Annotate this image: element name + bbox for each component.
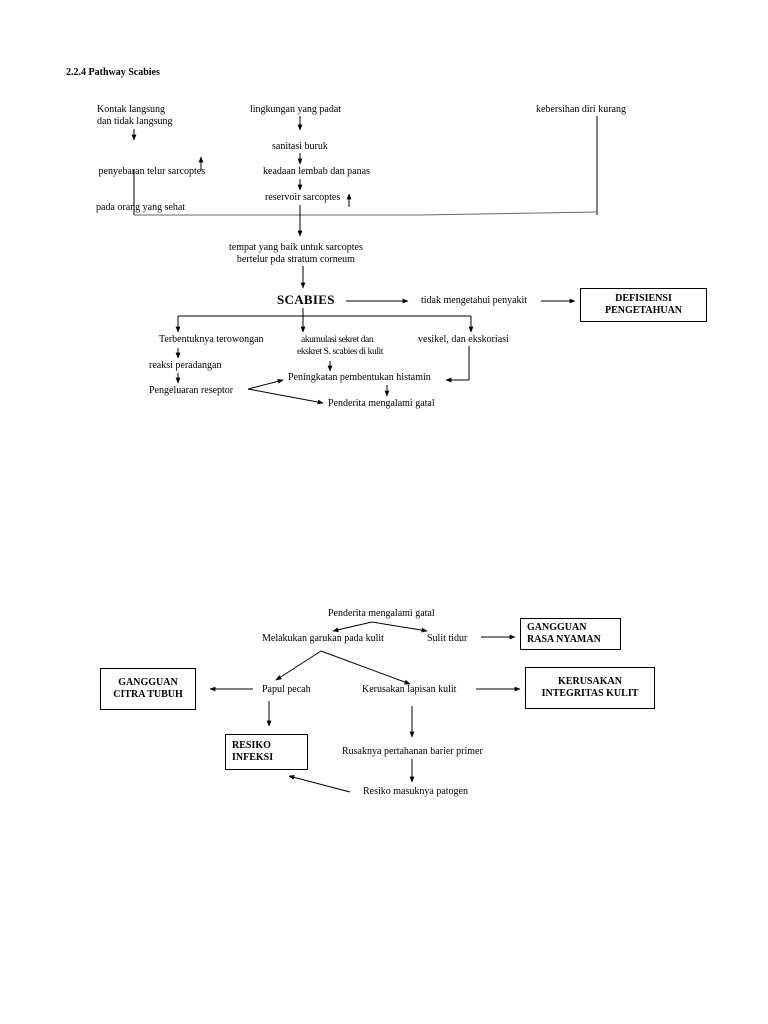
node-sulit-tidur: Sulit tidur xyxy=(427,633,468,644)
node-tempat: tempat yang baik untuk sarcoptes bertelu… xyxy=(229,242,363,266)
node-lingkungan: lingkungan yang padat xyxy=(250,104,342,115)
diagnosis-gangguan-rasa-nyaman: GANGGUAN RASA NYAMAN xyxy=(520,618,621,650)
node-papul-pecah: Papul pecah xyxy=(262,684,311,695)
node-gatal-1: Penderita mengalami gatal xyxy=(328,398,435,409)
diagnosis-kerusakan-integritas-kulit: KERUSAKAN INTEGRITAS KULIT xyxy=(525,667,655,709)
arrow-reseptor-gatal xyxy=(247,388,324,405)
arrow-garukan-papul xyxy=(275,650,322,681)
node-keadaan: keadaan lembab dan panas xyxy=(263,166,370,177)
node-tempat-line-1: tempat yang baik untuk sarcoptes xyxy=(229,242,363,253)
diagnosis-defisiensi-line-2: PENGETAHUAN xyxy=(604,305,683,316)
arrow-patogen-infeksi xyxy=(288,775,351,793)
diagnosis-resiko-infeksi: RESIKO INFEKSI xyxy=(225,734,308,770)
node-tempat-line-2: bertelur pda stratum corneum xyxy=(236,254,355,265)
node-sanitasi: sanitasi buruk xyxy=(272,141,328,152)
node-histamin: Peningkatan pembentukan histamin xyxy=(288,372,431,383)
diagnosis-gangguan-citra-tubuh: GANGGUAN CITRA TUBUH xyxy=(100,668,196,710)
diagnosis-infeksi-line-2: INFEKSI xyxy=(232,752,274,763)
diagnosis-infeksi-line-1: RESIKO xyxy=(232,740,271,751)
node-tidak-tahu: tidak mengetahui penyakit xyxy=(421,295,528,306)
line-horizontal-collector-right xyxy=(419,211,598,216)
node-vesikel: vesikel, dan ekskoriasi xyxy=(418,334,509,345)
node-scabies: SCABIES xyxy=(277,292,335,307)
diagnosis-rasa-nyaman-line-2: RASA NYAMAN xyxy=(527,634,601,645)
node-terowongan: Terbentuknya terowongan xyxy=(159,334,264,345)
node-kontak-line-1: Kontak langsung xyxy=(97,104,166,115)
arrow-garukan-kerusakan xyxy=(320,650,411,685)
node-kontak: Kontak langsung dan tidak langsung xyxy=(97,104,173,128)
node-patogen: Resiko masuknya patogen xyxy=(363,786,468,797)
diagnosis-citra-tubuh-line-2: CITRA TUBUH xyxy=(113,689,183,700)
node-gatal-2: Penderita mengalami gatal xyxy=(328,608,435,619)
node-kontak-line-2: dan tidak langsung xyxy=(97,116,173,127)
node-reaksi: reaksi peradangan xyxy=(149,360,222,371)
node-reservoir: reservoir sarcoptes xyxy=(265,192,341,203)
diagnosis-defisiensi-pengetahuan: DEFISIENSI PENGETAHUAN xyxy=(580,288,707,322)
diagnosis-citra-tubuh-line-1: GANGGUAN xyxy=(118,677,178,688)
node-penyebaran: penyebaran telur sarcoptes pada orang ya… xyxy=(96,142,205,226)
diagnosis-rasa-nyaman-line-1: GANGGUAN xyxy=(527,622,587,633)
diagnosis-integritas-line-2: INTEGRITAS KULIT xyxy=(541,688,639,699)
node-akumulasi-line-1: akumulasi sekret dan xyxy=(301,335,374,345)
node-akumulasi-line-2: ekskret S. scabies di kulit xyxy=(297,347,384,357)
node-akumulasi: akumulasi sekret dan ekskret S. scabies … xyxy=(297,334,383,358)
node-garukan: Melakukan garukan pada kulit xyxy=(262,633,384,644)
node-penyebaran-line-1: penyebaran telur sarcoptes xyxy=(96,166,206,177)
arrow-gatal-sulit-tidur xyxy=(371,621,428,633)
node-penyebaran-line-2: pada orang yang sehat xyxy=(96,202,186,213)
diagnosis-defisiensi-line-1: DEFISIENSI xyxy=(615,293,672,304)
node-kerusakan-lapisan: Kerusakan lapisan kulit xyxy=(362,684,457,695)
node-rusaknya: Rusaknya pertahanan barier primer xyxy=(342,746,483,757)
page-title: 2.2.4 Pathway Scabies xyxy=(66,67,160,78)
diagnosis-integritas-line-1: KERUSAKAN xyxy=(558,676,622,687)
node-kebersihan: kebersihan diri kurang xyxy=(536,104,626,115)
arrow-gatal-garukan xyxy=(332,621,373,633)
arrow-reseptor-histamin xyxy=(247,379,284,390)
node-reseptor: Pengeluaran reseptor xyxy=(149,385,234,396)
